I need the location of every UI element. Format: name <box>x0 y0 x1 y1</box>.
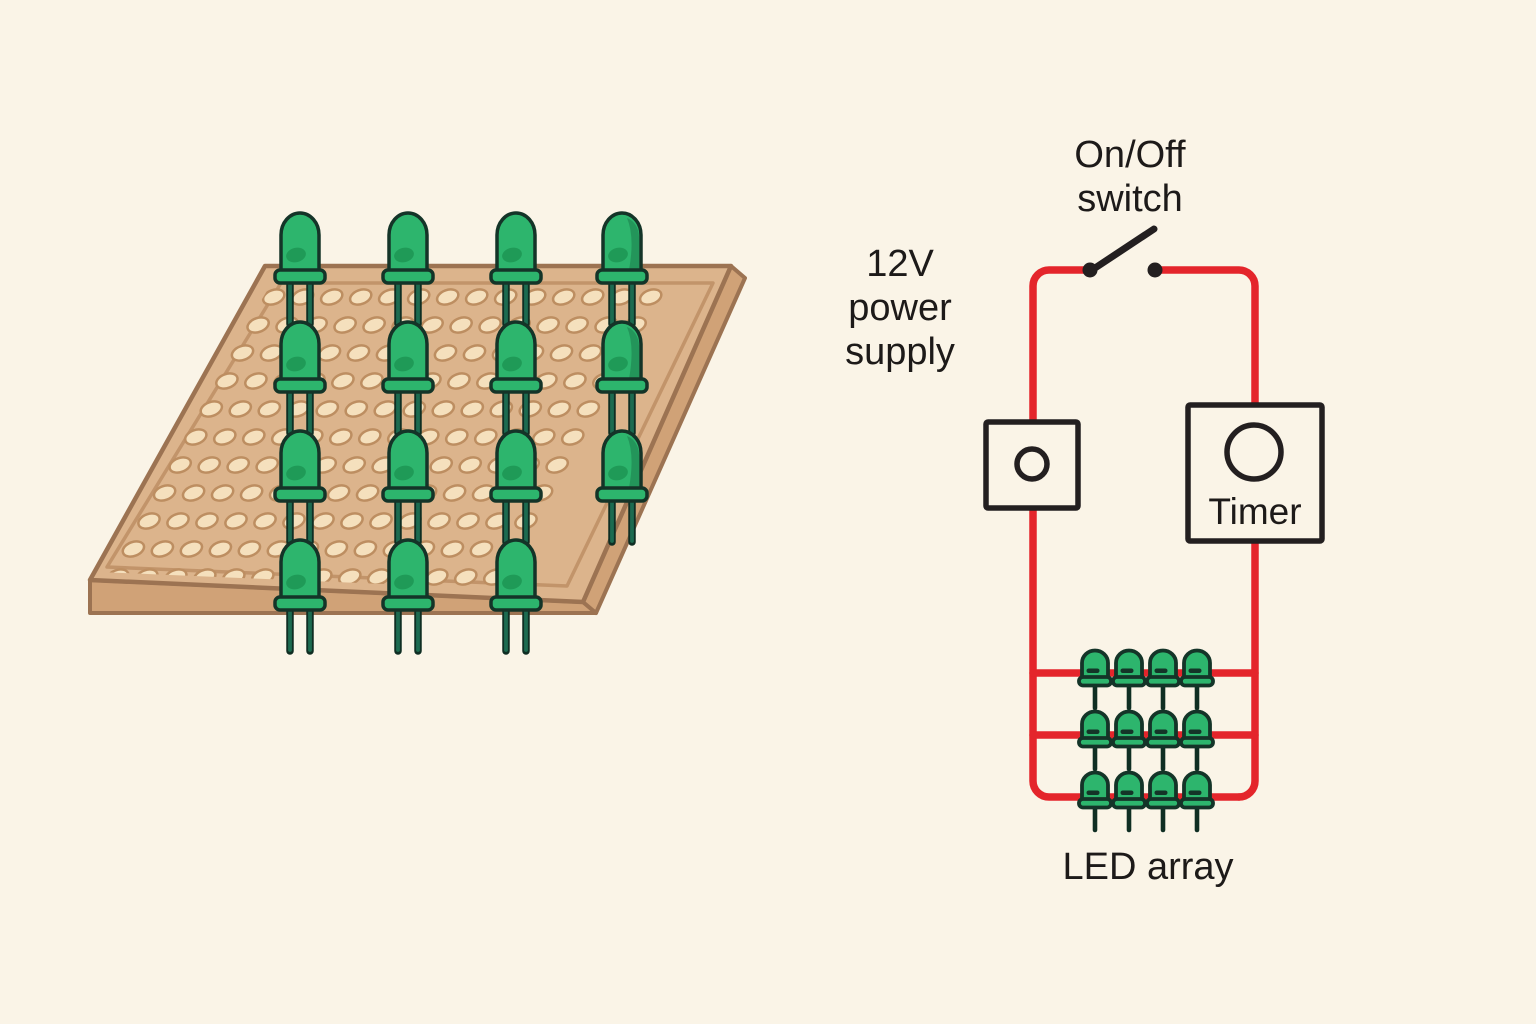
on-off-switch-icon <box>1082 225 1163 278</box>
wires <box>1029 266 1259 801</box>
array-led <box>1145 770 1181 833</box>
array-led <box>1179 770 1215 833</box>
board-led <box>595 211 649 328</box>
array-led <box>1145 648 1181 711</box>
board-led <box>381 429 435 546</box>
wire-left <box>1029 266 1243 801</box>
array-led <box>1145 709 1181 772</box>
board-led <box>381 320 435 437</box>
circuit-schematic <box>983 225 1325 833</box>
power-supply-box <box>983 419 1081 511</box>
board-led <box>273 538 327 655</box>
timer-icon <box>1224 422 1284 482</box>
board-led <box>381 211 435 328</box>
board-led <box>273 211 327 328</box>
board-led <box>381 538 435 655</box>
array-led <box>1077 770 1113 833</box>
timer-box <box>1185 402 1325 544</box>
board-led <box>273 320 327 437</box>
board-led <box>595 320 649 437</box>
board-led <box>273 429 327 546</box>
array-led <box>1077 709 1113 772</box>
array-led <box>1077 648 1113 711</box>
array-led <box>1111 648 1147 711</box>
led-array-grid <box>1077 648 1215 833</box>
wire-right <box>1151 266 1259 801</box>
board-led <box>489 211 543 328</box>
board-led <box>489 320 543 437</box>
array-led <box>1111 770 1147 833</box>
power-supply-icon <box>1014 446 1050 482</box>
array-led <box>1179 648 1215 711</box>
array-led <box>1179 709 1215 772</box>
board-led <box>489 429 543 546</box>
board-led <box>595 429 649 546</box>
board-led-grid <box>273 211 649 655</box>
board-led <box>489 538 543 655</box>
array-led <box>1111 709 1147 772</box>
